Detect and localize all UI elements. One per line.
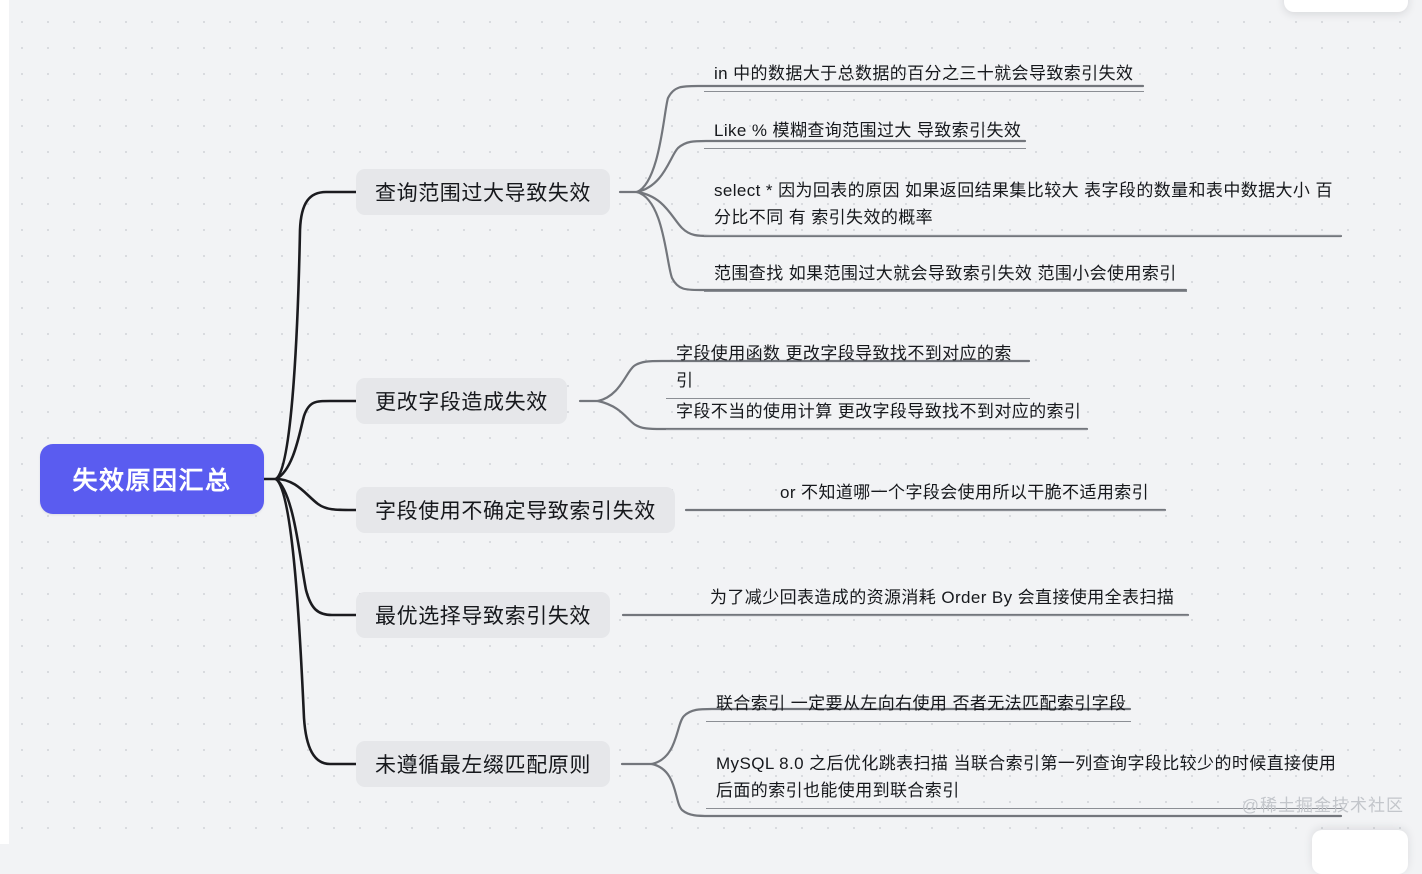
root-node[interactable]: 失效原因汇总: [40, 444, 264, 514]
branch-node-leftmost-prefix[interactable]: 未遵循最左缀匹配原则: [356, 741, 610, 787]
leaf-node-field-calculation[interactable]: 字段不当的使用计算 更改字段导致找不到对应的索引: [666, 396, 1088, 430]
root-node-label: 失效原因汇总: [72, 467, 232, 495]
leaf-node-line: 字段不当的使用计算 更改字段导致找不到对应的索引: [676, 402, 1082, 421]
leaf-node-line: 为了减少回表造成的资源消耗 Order By 会直接使用全表扫描: [710, 588, 1175, 607]
leaf-node-like-percent[interactable]: Like % 模糊查询范围过大 导致索引失效: [704, 115, 1026, 149]
branch-node-label: 最优选择导致索引失效: [375, 605, 591, 628]
floating-toolbar[interactable]: [1284, 0, 1408, 12]
leaf-node-line: MySQL 8.0 之后优化跳表扫描 当联合索引第一列查询字段比较少的时候直接使…: [716, 754, 1337, 773]
branch-node-label: 字段使用不确定导致索引失效: [375, 500, 656, 523]
leaf-node-line: in 中的数据大于总数据的百分之三十就会导致索引失效: [714, 64, 1134, 83]
bottom-floating-panel[interactable]: [1312, 830, 1408, 874]
branch-node-uncertain-field[interactable]: 字段使用不确定导致索引失效: [356, 487, 675, 533]
leaf-node-field-function[interactable]: 字段使用函数 更改字段导致找不到对应的索引: [666, 338, 1030, 399]
leaf-node-order-by[interactable]: 为了减少回表造成的资源消耗 Order By 会直接使用全表扫描: [700, 582, 1189, 616]
leaf-node-in-clause[interactable]: in 中的数据大于总数据的百分之三十就会导致索引失效: [704, 58, 1144, 92]
branch-node-field-modified[interactable]: 更改字段造成失效: [356, 378, 567, 424]
leaf-node-line: Like % 模糊查询范围过大 导致索引失效: [714, 121, 1022, 140]
leaf-node-line: or 不知道哪一个字段会使用所以干脆不适用索引: [780, 483, 1150, 502]
leaf-node-or-clause[interactable]: or 不知道哪一个字段会使用所以干脆不适用索引: [770, 477, 1166, 511]
leaf-node-mysql8-skip-scan[interactable]: MySQL 8.0 之后优化跳表扫描 当联合索引第一列查询字段比较少的时候直接使…: [706, 748, 1343, 809]
branch-node-optimal-choice[interactable]: 最优选择导致索引失效: [356, 592, 610, 638]
branch-node-label: 查询范围过大导致失效: [375, 182, 591, 205]
left-edge-rail: [0, 0, 9, 844]
leaf-node-line: 分比不同 有 索引失效的概率: [714, 208, 934, 227]
branch-node-label: 未遵循最左缀匹配原则: [375, 754, 591, 777]
leaf-node-line: 后面的索引也能使用到联合索引: [716, 781, 960, 800]
leaf-node-line: 字段使用函数 更改字段导致找不到对应的索引: [676, 344, 1012, 390]
branch-node-label: 更改字段造成失效: [375, 391, 548, 414]
leaf-node-line: 范围查找 如果范围过大就会导致索引失效 范围小会使用索引: [714, 264, 1177, 283]
leaf-node-select-star[interactable]: select * 因为回表的原因 如果返回结果集比较大 表字段的数量和表中数据大…: [704, 175, 1342, 236]
watermark: @稀土掘金技术社区: [1241, 796, 1404, 815]
leaf-node-composite-index[interactable]: 联合索引 一定要从左向右使用 否者无法匹配索引字段: [706, 688, 1131, 722]
leaf-node-range-search[interactable]: 范围查找 如果范围过大就会导致索引失效 范围小会使用索引: [704, 258, 1187, 292]
leaf-node-line: 联合索引 一定要从左向右使用 否者无法匹配索引字段: [716, 694, 1127, 713]
branch-node-query-range[interactable]: 查询范围过大导致失效: [356, 169, 610, 215]
leaf-node-line: select * 因为回表的原因 如果返回结果集比较大 表字段的数量和表中数据大…: [714, 181, 1333, 200]
